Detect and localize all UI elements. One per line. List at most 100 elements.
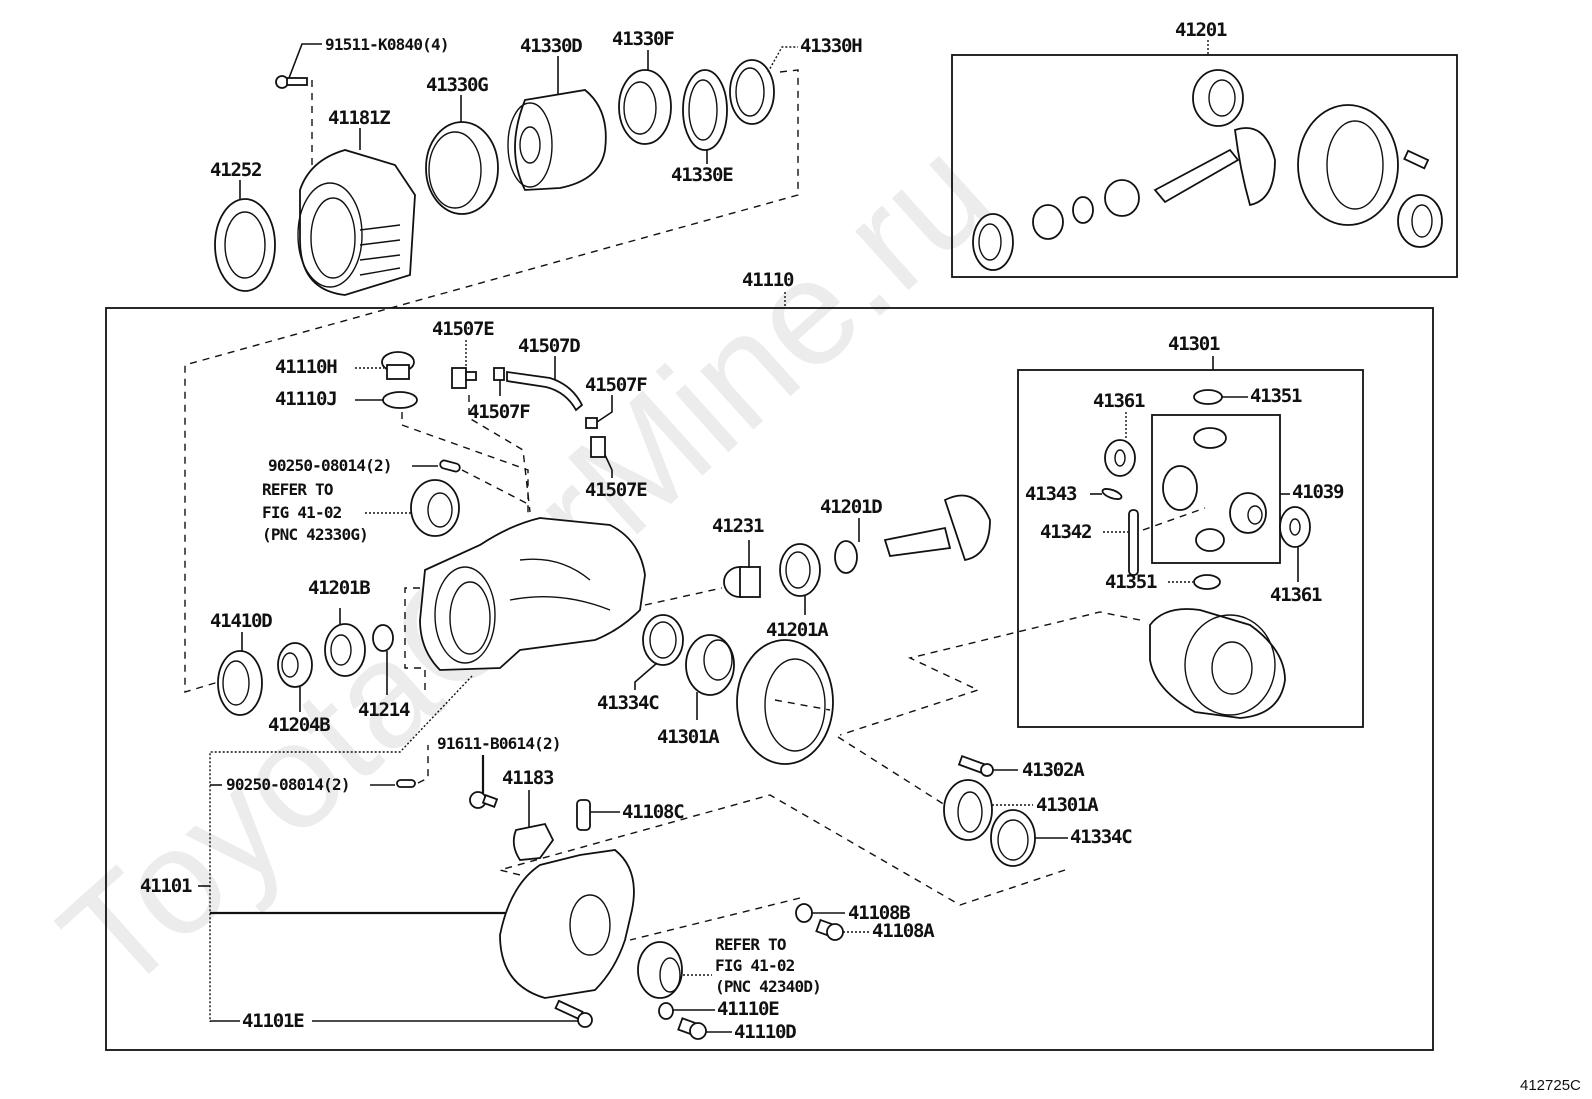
label-41361-top: 41361 xyxy=(1093,390,1145,412)
pin-90250-lower[interactable] xyxy=(396,779,416,788)
spacer-41214[interactable] xyxy=(372,624,394,652)
plug-41108A[interactable] xyxy=(815,918,844,941)
main-housing-group: 41110 41110H 41110J 41507E 41507F 41507D… xyxy=(105,269,1434,1051)
hose-41507D[interactable] xyxy=(506,370,584,412)
label-41301: 41301 xyxy=(1168,333,1220,355)
label-41351-top: 41351 xyxy=(1250,385,1302,407)
bearing-41301A-right[interactable] xyxy=(943,779,993,841)
label-41201B: 41201B xyxy=(308,577,370,599)
label-41204B: 41204B xyxy=(268,714,330,736)
bolt-41101E[interactable] xyxy=(554,999,593,1028)
kit-bearing-right[interactable] xyxy=(1397,194,1443,248)
shim-41334C-left[interactable] xyxy=(642,614,684,666)
refer-lower-line3: (PNC 42340D) xyxy=(715,977,821,996)
refer-upper-line2: FIG 41-02 xyxy=(262,503,342,522)
label-41108C: 41108C xyxy=(622,801,684,823)
kit-pinion-gear[interactable] xyxy=(1153,127,1276,207)
bolt-91511[interactable] xyxy=(275,75,308,89)
washer-41361-bottom[interactable] xyxy=(1279,506,1311,548)
bearing-41201B[interactable] xyxy=(324,623,366,677)
pin-41343[interactable] xyxy=(1101,487,1123,501)
label-41351-bottom: 41351 xyxy=(1105,571,1157,593)
shim-41334C-right[interactable] xyxy=(990,809,1036,867)
differential-case[interactable] xyxy=(1149,608,1286,719)
diff-side-gear-bottom[interactable] xyxy=(1195,528,1225,552)
label-41039: 41039 xyxy=(1292,481,1344,503)
washer-41201D[interactable] xyxy=(834,540,858,574)
bolt-41302A[interactable] xyxy=(957,754,994,777)
plate-41183[interactable] xyxy=(512,822,555,861)
diff-pinion-set-box xyxy=(1151,414,1281,564)
shaft-41342[interactable] xyxy=(1128,509,1139,576)
diff-pinion-right[interactable] xyxy=(1229,492,1267,534)
bearing-41301A-left[interactable] xyxy=(685,634,735,696)
thrust-washer-41351-top[interactable] xyxy=(1193,389,1223,405)
pinion-kit-box xyxy=(951,54,1458,278)
gasket-41110J[interactable] xyxy=(382,391,418,409)
label-41342: 41342 xyxy=(1040,521,1091,543)
gasket-41108B[interactable] xyxy=(795,903,813,923)
kit-bolt[interactable] xyxy=(1403,149,1430,170)
retainer-41181Z[interactable] xyxy=(297,149,416,296)
pin-90250-upper[interactable] xyxy=(439,459,461,473)
rear-cover-41101[interactable] xyxy=(499,849,635,999)
kit-spacer[interactable] xyxy=(1104,179,1140,217)
label-41330G: 41330G xyxy=(426,74,488,96)
washer-41361-top[interactable] xyxy=(1104,439,1136,477)
oil-seal-42340D-ref[interactable] xyxy=(637,941,683,999)
coupling-41330D[interactable] xyxy=(507,89,607,191)
plug-41110D[interactable] xyxy=(677,1017,707,1040)
refer-lower-line2: FIG 41-02 xyxy=(715,956,795,975)
label-41507D: 41507D xyxy=(518,335,580,357)
drive-pinion[interactable] xyxy=(883,494,991,562)
refer-upper-line3: (PNC 42330G) xyxy=(262,525,368,544)
seal-41330H[interactable] xyxy=(729,59,775,125)
label-41108A: 41108A xyxy=(872,920,935,942)
differential-carrier-housing[interactable] xyxy=(419,517,646,671)
bearing-42330G-ref[interactable] xyxy=(410,479,460,537)
label-41214: 41214 xyxy=(358,699,410,721)
ring-gear[interactable] xyxy=(736,639,834,765)
breather-41507E-top[interactable] xyxy=(451,367,477,389)
plug-41110H[interactable] xyxy=(381,351,415,380)
label-41507F-left: 41507F xyxy=(468,401,530,423)
label-41410D: 41410D xyxy=(210,610,272,632)
thrust-washer-41351-bottom[interactable] xyxy=(1193,574,1221,590)
seal-41410D[interactable] xyxy=(217,650,263,716)
label-41507E-top: 41507E xyxy=(432,318,494,340)
label-41334C-right: 41334C xyxy=(1070,826,1132,848)
spacer-41231[interactable] xyxy=(723,566,761,598)
clip-41507F-left[interactable] xyxy=(493,367,505,381)
label-41301A-right: 41301A xyxy=(1036,794,1099,816)
label-41507F-right: 41507F xyxy=(585,374,647,396)
kit-nut[interactable] xyxy=(1032,204,1064,240)
label-41231: 41231 xyxy=(712,515,764,537)
breather-41507E-bottom[interactable] xyxy=(590,436,606,458)
bearing-41201A[interactable] xyxy=(779,543,821,597)
label-41101E: 41101E xyxy=(242,1010,304,1032)
kit-ring-gear[interactable] xyxy=(1297,104,1399,226)
main-housing-box xyxy=(105,307,1434,1051)
gasket-41110E[interactable] xyxy=(658,1002,674,1020)
oil-seal-41252[interactable] xyxy=(214,198,276,292)
spacer-41330E[interactable] xyxy=(682,69,728,151)
kit-washer[interactable] xyxy=(1072,196,1094,224)
figure-id: 412725C xyxy=(1520,1077,1581,1094)
label-41201D: 41201D xyxy=(820,496,882,518)
kit-bearing-top[interactable] xyxy=(1192,69,1244,127)
kit-bearing-left[interactable] xyxy=(972,213,1014,271)
plug-41108C[interactable] xyxy=(576,799,591,831)
bearing-41330F[interactable] xyxy=(618,69,672,145)
label-41343: 41343 xyxy=(1025,483,1077,505)
nut-41204B[interactable] xyxy=(277,642,313,688)
diff-side-gear-top[interactable] xyxy=(1193,427,1227,449)
bolt-91611[interactable] xyxy=(469,791,499,809)
label-90250-08014-lower: 90250-08014(2) xyxy=(226,775,350,794)
diff-pinion-left[interactable] xyxy=(1162,465,1198,511)
label-41101: 41101 xyxy=(140,875,192,897)
clip-41507F-right[interactable] xyxy=(585,417,598,429)
label-41110J: 41110J xyxy=(275,388,336,410)
label-41110: 41110 xyxy=(742,269,794,291)
bearing-41330G[interactable] xyxy=(425,121,499,215)
label-41252: 41252 xyxy=(210,159,261,181)
